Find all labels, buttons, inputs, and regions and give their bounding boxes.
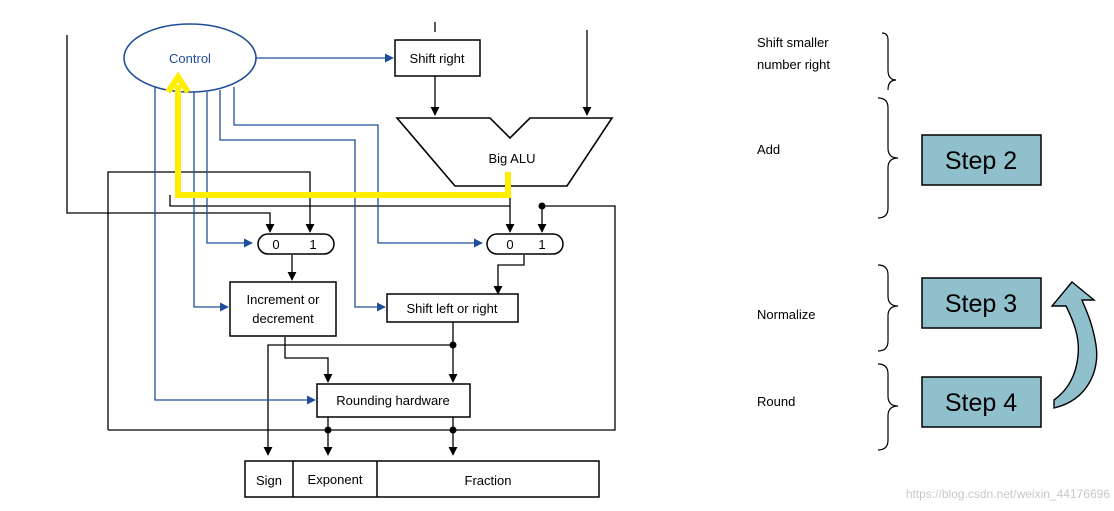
highlight-path [175, 85, 511, 198]
junction-dots [324, 202, 546, 434]
step4-label: Step 4 [945, 389, 1017, 417]
shift-left-right-block [386, 293, 519, 323]
mux-left-in1: 1 [309, 237, 316, 252]
big-alu-label: Big ALU [489, 151, 536, 166]
control-wires [154, 53, 483, 405]
watermark: https://blog.csdn.net/weixin_44176696 [906, 487, 1110, 501]
step2-box [921, 134, 1042, 186]
mux-right [486, 233, 564, 255]
field-sign: Sign [256, 473, 282, 488]
mux-left-in0: 0 [272, 237, 279, 252]
mux-left [257, 233, 335, 255]
control-label: Control [169, 51, 211, 66]
mux-right-in0: 0 [506, 237, 513, 252]
normalize-step-label: Normalize [757, 307, 816, 322]
add-step-label: Add [757, 142, 780, 157]
rounding-block [316, 383, 471, 418]
mux-right-in1: 1 [538, 237, 545, 252]
increment-block [229, 281, 337, 337]
control-unit [123, 23, 257, 93]
shift-left-right-label: Shift left or right [406, 301, 497, 316]
datapath-wires [66, 22, 616, 456]
shift-step-label-1: Shift smaller [757, 35, 829, 50]
step3-box [921, 277, 1042, 329]
big-alu-block [395, 117, 614, 187]
shift-right-label: Shift right [410, 51, 465, 66]
step4-box [921, 376, 1042, 428]
round-step-label: Round [757, 394, 795, 409]
step2-label: Step 2 [945, 147, 1017, 175]
field-exponent: Exponent [308, 472, 363, 487]
increment-label-2: decrement [252, 311, 314, 326]
result-fields [244, 460, 600, 498]
step3-label: Step 3 [945, 290, 1017, 318]
highlight-arrowhead [165, 71, 191, 94]
shift-step-label-2: number right [757, 57, 830, 72]
rounding-label: Rounding hardware [336, 393, 449, 408]
step-braces [877, 32, 899, 451]
increment-label-1: Increment or [247, 292, 321, 307]
shift-right-block [394, 39, 481, 77]
loop-back-arrow [1050, 281, 1098, 409]
field-fraction: Fraction [465, 473, 512, 488]
